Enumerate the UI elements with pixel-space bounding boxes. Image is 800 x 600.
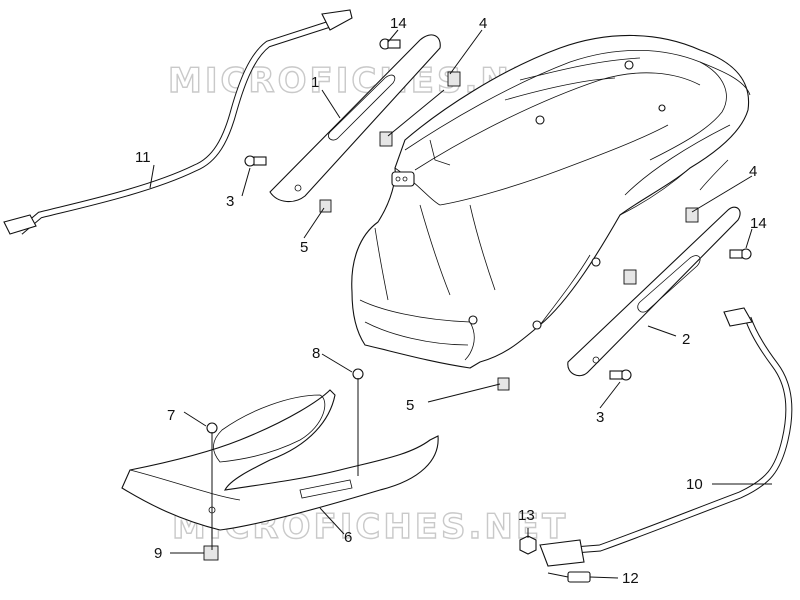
screw-3-left-part bbox=[244, 155, 267, 167]
callout-7: 7 bbox=[167, 407, 175, 424]
clip-4-right-part bbox=[685, 207, 699, 223]
side-trim-left-part bbox=[269, 34, 441, 203]
clip-4-lower-part bbox=[623, 269, 637, 285]
side-trim-right-part bbox=[567, 206, 741, 377]
callout-11: 11 bbox=[135, 149, 151, 166]
floor-panel-part bbox=[121, 389, 439, 531]
callout-8: 8 bbox=[312, 345, 320, 362]
bolt-12-part bbox=[547, 571, 591, 583]
leader-lines bbox=[149, 29, 772, 579]
screw-3-right-part bbox=[609, 369, 632, 381]
callout-6: 6 bbox=[344, 529, 352, 546]
screw-14-top-part bbox=[379, 38, 401, 50]
support-rod-left-part bbox=[3, 9, 353, 235]
support-rod-right-part bbox=[539, 307, 793, 567]
callout-13: 13 bbox=[518, 507, 535, 524]
screw-14-right-part bbox=[729, 248, 752, 260]
clip-5-left-part bbox=[319, 199, 332, 213]
callout-5-left: 5 bbox=[300, 239, 308, 256]
clip-4-top-part bbox=[447, 71, 461, 87]
callout-12: 12 bbox=[622, 570, 639, 587]
callout-3-left: 3 bbox=[226, 193, 234, 210]
callout-1: 1 bbox=[311, 74, 319, 91]
body-shell-part bbox=[351, 34, 751, 369]
callout-14-right: 14 bbox=[750, 215, 767, 232]
callout-4-right: 4 bbox=[749, 163, 757, 180]
callout-3-right: 3 bbox=[596, 409, 604, 426]
callout-4-top: 4 bbox=[479, 15, 487, 32]
callout-10: 10 bbox=[686, 476, 703, 493]
screw-7-part bbox=[206, 422, 218, 434]
callout-2: 2 bbox=[682, 331, 690, 348]
nut-13-part bbox=[519, 535, 537, 555]
callout-9: 9 bbox=[154, 545, 162, 562]
screw-8-part bbox=[352, 368, 364, 380]
clip-9-part bbox=[203, 545, 219, 561]
callout-14-top: 14 bbox=[390, 15, 407, 32]
callout-5-right: 5 bbox=[406, 397, 414, 414]
